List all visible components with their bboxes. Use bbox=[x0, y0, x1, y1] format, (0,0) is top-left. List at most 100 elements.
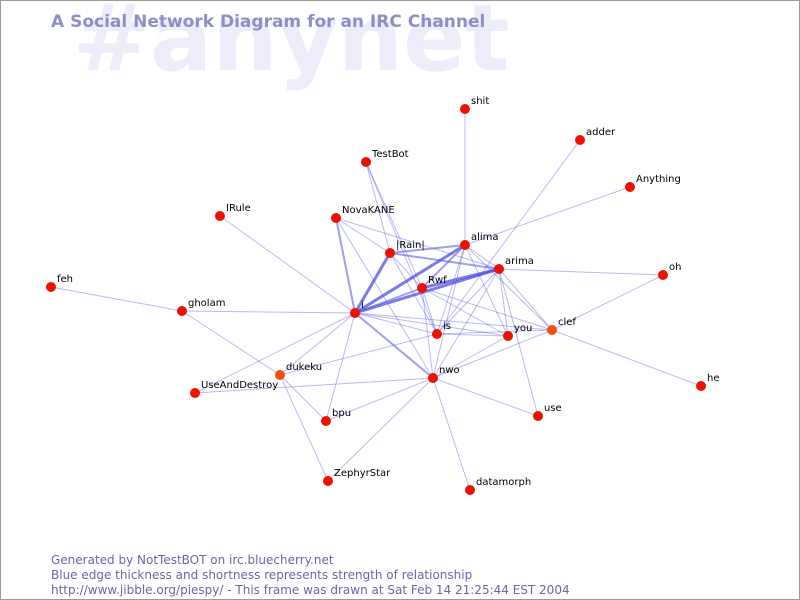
node-shit: shit bbox=[460, 96, 489, 114]
edge-nwo-use bbox=[432, 377, 539, 417]
edge-Rain-alima bbox=[389, 244, 466, 254]
node-dot-oh bbox=[658, 270, 668, 280]
node-label-IRule: IRule bbox=[226, 203, 251, 214]
node-i: i bbox=[350, 300, 364, 318]
node-label-ZephyrStar: ZephyrStar bbox=[334, 468, 391, 479]
edge-clef-nwo bbox=[432, 329, 553, 379]
node-NovaKANE: NovaKANE bbox=[331, 205, 395, 223]
edge-NovaKANE-i bbox=[335, 217, 356, 314]
node-dot-UseAndDestroy bbox=[190, 388, 200, 398]
node-label-nwo: nwo bbox=[439, 365, 460, 376]
edge-i-nwo bbox=[354, 312, 434, 379]
node-label-oh: oh bbox=[669, 262, 681, 273]
node-label-Anything: Anything bbox=[636, 174, 681, 185]
node-dot-nwo bbox=[428, 373, 438, 383]
node-label-Rain: |Rain| bbox=[396, 240, 425, 251]
node-datamorph: datamorph bbox=[465, 477, 531, 495]
node-dot-i bbox=[350, 308, 360, 318]
node-use: use bbox=[533, 403, 562, 421]
edge-TestBot-Rwf bbox=[365, 161, 423, 289]
node-feh: feh bbox=[46, 274, 73, 292]
edge-arima-i bbox=[354, 267, 500, 315]
edge-i-dukeku bbox=[279, 312, 356, 376]
edge-is-clef bbox=[436, 329, 553, 335]
edge-Rain-Rwf bbox=[389, 252, 423, 289]
edge-Rwf-is bbox=[421, 287, 438, 335]
edge-is-dukeku bbox=[279, 333, 438, 376]
edge-Rain-i bbox=[353, 252, 392, 314]
channel-watermark: #anynet bbox=[73, 0, 510, 92]
edge-NovaKANE-Rain bbox=[335, 217, 391, 254]
node-clef: clef bbox=[547, 317, 576, 335]
node-is: is bbox=[432, 321, 451, 339]
node-ZephyrStar: ZephyrStar bbox=[323, 468, 391, 486]
node-label-Rwf: Rwf bbox=[428, 275, 447, 286]
node-dot-Rwf bbox=[417, 283, 427, 293]
edge-Rwf-clef bbox=[421, 287, 553, 331]
node-dot-alima bbox=[460, 240, 470, 250]
edge-i-you bbox=[354, 312, 509, 337]
node-Anything: Anything bbox=[625, 174, 681, 192]
edge-alima-is bbox=[436, 244, 466, 335]
node-label-he: he bbox=[707, 373, 720, 384]
node-label-NovaKANE: NovaKANE bbox=[342, 205, 395, 216]
edge-arima-use bbox=[498, 268, 539, 417]
edge-nwo-ZephyrStar bbox=[327, 377, 434, 482]
edge-arima-is bbox=[436, 268, 500, 335]
node-adder: adder bbox=[575, 127, 616, 145]
edge-TestBot-is bbox=[365, 161, 438, 335]
node-dukeku: dukeku bbox=[275, 362, 322, 380]
edge-Anything-alima bbox=[464, 186, 631, 246]
node-label-you: you bbox=[514, 323, 532, 334]
node-nwo: nwo bbox=[428, 365, 460, 383]
node-dot-dukeku bbox=[275, 370, 285, 380]
edge-alima-i bbox=[354, 243, 466, 315]
node-you: you bbox=[503, 323, 532, 341]
edge-nwo-bpu bbox=[325, 377, 434, 422]
node-label-adder: adder bbox=[586, 127, 616, 138]
node-dot-is bbox=[432, 329, 442, 339]
node-label-clef: clef bbox=[558, 317, 576, 328]
node-UseAndDestroy: UseAndDestroy bbox=[190, 380, 278, 398]
edge-dukeku-bpu bbox=[279, 374, 327, 422]
node-IRule: IRule bbox=[215, 203, 251, 221]
footer-generated-by: Generated by NotTestBOT on irc.bluecherr… bbox=[51, 553, 334, 567]
node-dot-TestBot bbox=[361, 157, 371, 167]
node-dot-NovaKANE bbox=[331, 213, 341, 223]
node-dot-Rain bbox=[385, 248, 395, 258]
node-gholam: gholam bbox=[177, 298, 225, 316]
footer: Generated by NotTestBOT on irc.bluecherr… bbox=[51, 553, 570, 598]
edge-NovaKANE-nwo bbox=[335, 217, 434, 379]
node-label-shit: shit bbox=[471, 96, 489, 107]
edge-is-you bbox=[436, 333, 509, 337]
edge-you-nwo bbox=[432, 335, 509, 379]
node-dot-you bbox=[503, 331, 513, 341]
edge-arima-nwo bbox=[432, 268, 500, 379]
edge-arima-you bbox=[498, 268, 509, 337]
node-dot-Anything bbox=[625, 182, 635, 192]
node-Rwf: Rwf bbox=[417, 275, 447, 293]
footer-legend-note: Blue edge thickness and shortness repres… bbox=[51, 568, 473, 582]
node-dot-gholam bbox=[177, 306, 187, 316]
node-dot-feh bbox=[46, 282, 56, 292]
node-Rain: |Rain| bbox=[385, 240, 425, 258]
node-label-datamorph: datamorph bbox=[476, 477, 531, 488]
edge-nwo-UseAndDestroy bbox=[194, 377, 434, 394]
edge-clef-he bbox=[551, 329, 702, 387]
edge-i-bpu bbox=[325, 312, 356, 422]
edge-alima-clef bbox=[464, 244, 553, 331]
edge-Rwf-i bbox=[354, 287, 423, 314]
node-dot-IRule bbox=[215, 211, 225, 221]
edge-Rwf-nwo bbox=[421, 287, 434, 379]
edge-Rain-arima bbox=[389, 252, 500, 270]
edge-adder-is bbox=[436, 139, 581, 335]
edge-arima-clef bbox=[498, 268, 553, 331]
node-label-TestBot: TestBot bbox=[371, 149, 409, 160]
edge-alima-Rwf bbox=[421, 244, 466, 289]
edge-alima-you bbox=[464, 244, 509, 337]
edge-i-clef bbox=[354, 312, 553, 331]
node-label-arima: arima bbox=[505, 256, 534, 267]
node-he: he bbox=[696, 373, 720, 391]
